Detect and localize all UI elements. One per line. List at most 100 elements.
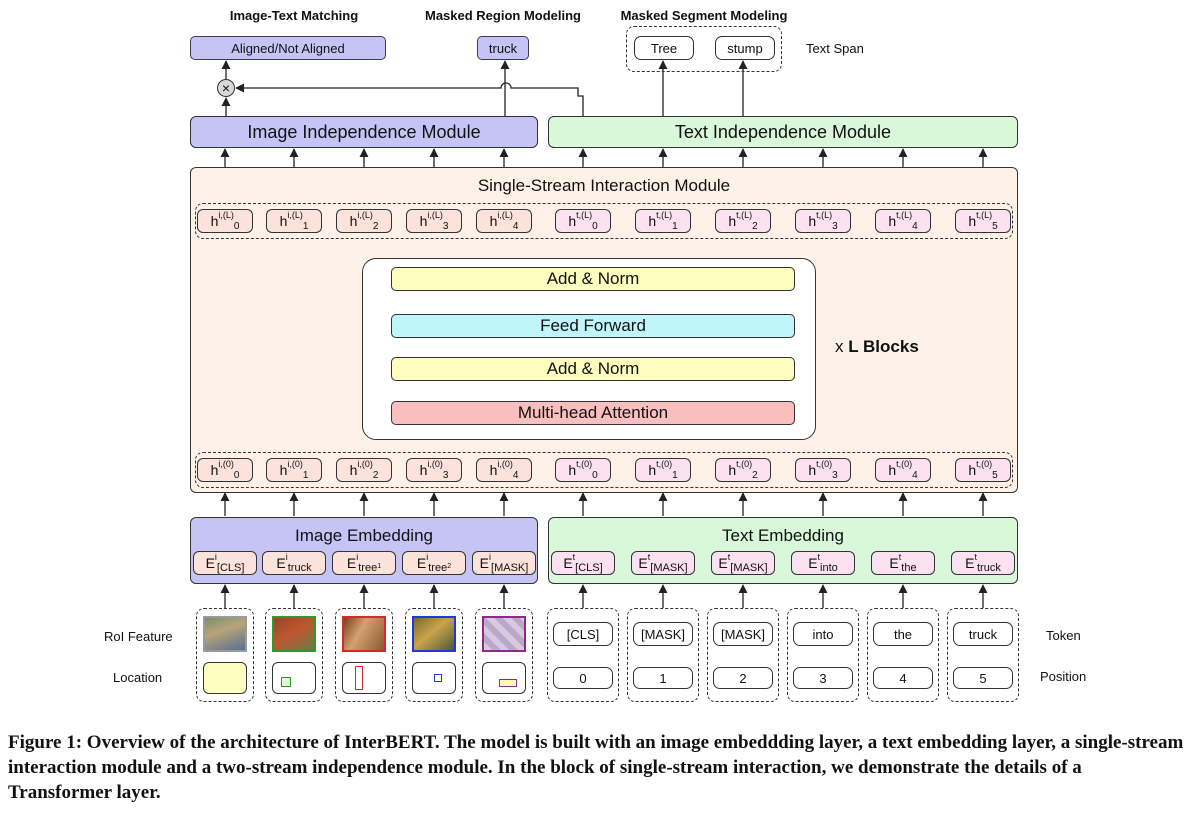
symbol-subscript: 4 [512, 220, 519, 232]
roi-feature-thumbnail-1 [272, 616, 316, 652]
symbol-superscript: i,(L) [218, 210, 234, 220]
symbol-superscript: i [214, 552, 217, 562]
token-input-group-5 [947, 608, 1019, 702]
symbol-base: h [349, 213, 358, 229]
symbol-subscript: [CLS] [575, 562, 603, 574]
position-box-0: 0 [553, 667, 613, 689]
token-input-group-2 [707, 608, 779, 702]
text-cls-to-multiply-path [235, 82, 584, 116]
symbol-superscript: t [727, 552, 731, 562]
hidden-bottom-group [195, 452, 1013, 488]
symbol-base: h [728, 213, 737, 229]
image-independence-module: Image Independence Module [190, 116, 538, 148]
roi-input-group-4 [475, 608, 533, 702]
location-box-4 [482, 662, 526, 694]
symbol-subscript: 1 [302, 469, 309, 481]
symbol-subscript: [MASK] [650, 562, 688, 574]
symbol-superscript: i [285, 552, 288, 562]
symbol-superscript: t,(L) [736, 210, 753, 220]
symbol-subscript: 5 [992, 469, 998, 481]
symbol-base: h [648, 462, 657, 478]
roi-input-group-3 [405, 608, 463, 702]
symbol-base: h [968, 462, 977, 478]
text-embedding-module: Text Embedding [548, 517, 1018, 584]
mrm-output: truck [477, 36, 529, 60]
add-norm-top-layer: Add & Norm [391, 267, 795, 291]
symbol-base: h [728, 462, 737, 478]
symbol-superscript: t,(0) [816, 459, 833, 469]
symbol-base: h [489, 213, 498, 229]
position-box-3: 3 [793, 667, 853, 689]
mrm-title: Masked Region Modeling [424, 8, 581, 23]
symbol-subscript: 0 [233, 469, 240, 481]
figure-caption: Figure 1: Overview of the architecture o… [8, 732, 1184, 803]
position-box-2: 2 [713, 667, 773, 689]
symbol-subscript: 1 [672, 469, 678, 481]
symbol-superscript: t [898, 552, 902, 562]
symbol-base: E [563, 555, 573, 571]
add-norm-bottom-layer: Add & Norm [391, 357, 795, 381]
symbol-superscript: t [817, 552, 821, 562]
symbol-subscript: 1 [302, 220, 309, 232]
token-box-0: [CLS] [553, 622, 613, 646]
roi-input-group-1 [265, 608, 323, 702]
token-label: Token [1046, 628, 1081, 643]
roi-feature-thumbnail-4 [482, 616, 526, 652]
position-label: Position [1040, 669, 1087, 684]
symbol-superscript: i [426, 552, 429, 562]
token-box-5: truck [953, 622, 1013, 646]
image-embedding-title: Image Embedding [295, 526, 433, 545]
symbol-superscript: t [647, 552, 651, 562]
symbol-superscript: t,(L) [656, 210, 673, 220]
symbol-superscript: i,(L) [287, 210, 303, 220]
symbol-superscript: t [572, 552, 576, 562]
location-label: Location [113, 670, 163, 685]
symbol-subscript: 4 [512, 469, 519, 481]
location-box-0 [203, 662, 247, 694]
symbol-base: E [965, 555, 975, 571]
token-box-2: [MASK] [713, 622, 773, 646]
roi-input-group-2 [335, 608, 393, 702]
symbol-subscript: 0 [592, 469, 598, 481]
symbol-superscript: t,(0) [656, 459, 673, 469]
feed-forward-layer: Feed Forward [391, 314, 795, 338]
symbol-subscript: 3 [832, 220, 838, 232]
symbol-base: E [276, 555, 286, 571]
symbol-base: E [346, 555, 357, 571]
symbol-subscript: 2 [752, 469, 758, 481]
symbol-subscript: 3 [832, 469, 838, 481]
symbol-superscript: t,(0) [736, 459, 753, 469]
symbol-subscript: [MASK] [730, 562, 768, 574]
symbol-base: h [808, 213, 817, 229]
symbol-superscript: i,(0) [218, 459, 234, 469]
symbol-subscript: 1 [672, 220, 678, 232]
msm-title: Masked Segment Modeling [620, 8, 788, 23]
symbol-base: E [889, 555, 899, 571]
l-blocks-label: x L Blocks [835, 337, 919, 356]
roi-feature-label: RoI Feature [104, 629, 173, 644]
itm-output: Aligned/Not Aligned [190, 36, 386, 60]
symbol-base: h [210, 462, 219, 478]
roi-input-group-0 [196, 608, 254, 702]
symbol-base: h [568, 462, 577, 478]
symbol-superscript: i,(0) [287, 459, 303, 469]
symbol-superscript: i,(L) [357, 210, 373, 220]
